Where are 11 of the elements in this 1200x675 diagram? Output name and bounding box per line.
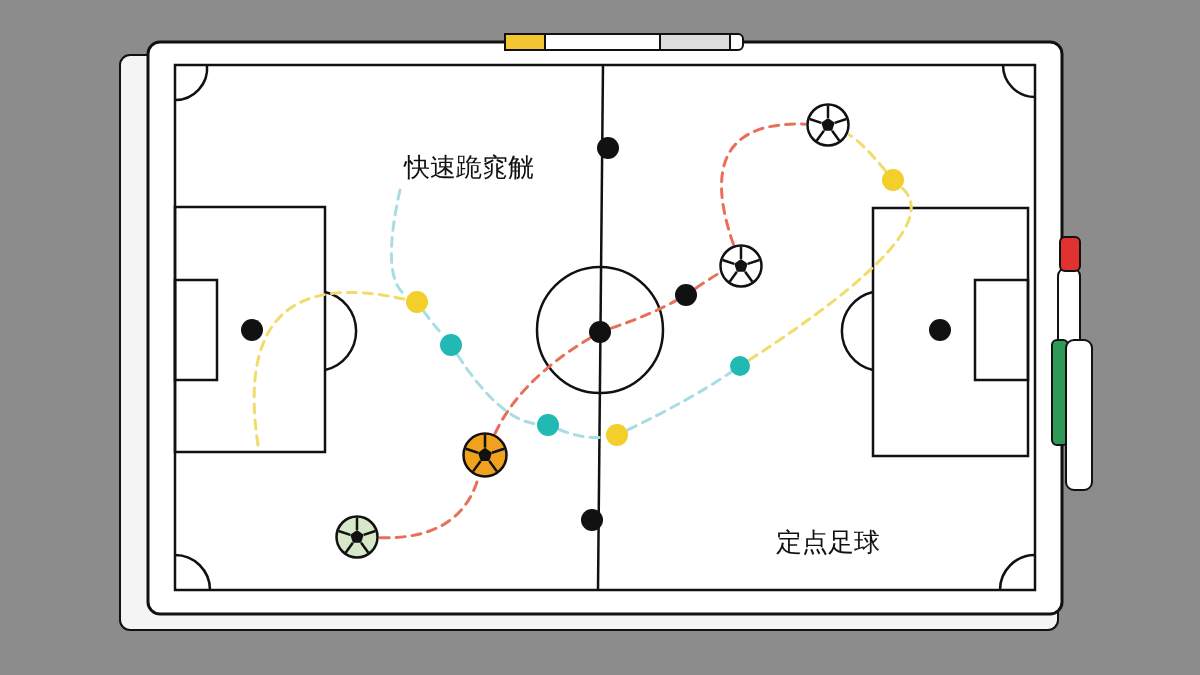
dashed-path [609, 299, 677, 330]
dashed-path [747, 186, 913, 362]
dashed-path [493, 336, 592, 435]
dashed-path [456, 353, 538, 426]
dashed-path [720, 122, 807, 246]
board-caption: 定点足球 [776, 526, 880, 559]
dashed-path [847, 133, 887, 173]
dashed-path [626, 370, 733, 432]
dashed-path [694, 272, 721, 290]
dashed-path [252, 291, 407, 447]
board-caption: 快速跪窕觥 [404, 151, 534, 184]
